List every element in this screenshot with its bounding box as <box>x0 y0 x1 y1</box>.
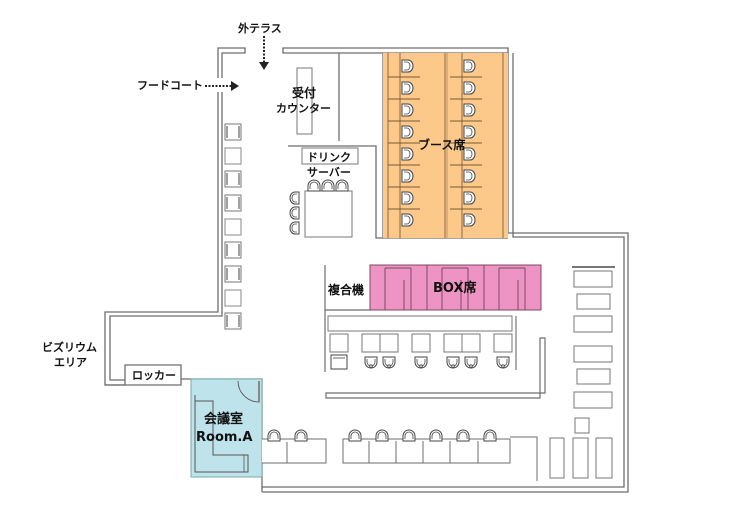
booth-seating-area <box>383 53 508 238</box>
copier-label: 複合機 <box>328 283 365 297</box>
booth-seats-label: ブース席 <box>418 138 466 152</box>
business-area-label-line2: エリア <box>54 356 87 369</box>
food-court-label: フードコート <box>137 79 203 92</box>
meeting-room-a <box>190 378 263 478</box>
food-court-arrow <box>205 81 239 91</box>
copier-area <box>324 265 370 372</box>
locker-label: ロッカー <box>132 369 176 382</box>
drink-server-label-line1: ドリンク <box>307 151 351 164</box>
reception-label-line2: カウンター <box>276 102 331 115</box>
meeting-room-label-line2: Room.A <box>196 430 253 445</box>
corridor-seats <box>224 123 242 330</box>
right-wall-units <box>549 266 615 479</box>
drink-server <box>301 147 359 165</box>
drink-table <box>289 179 353 238</box>
long-counter <box>327 315 517 370</box>
terrace-arrow <box>259 36 269 70</box>
box-seating-area <box>369 264 542 311</box>
meeting-room-label-line1: 会議室 <box>204 412 244 427</box>
bottom-counter <box>262 429 538 481</box>
reception-label-line1: 受付 <box>292 86 317 100</box>
walls <box>104 47 629 493</box>
drink-server-label-line2: サーバー <box>307 166 351 179</box>
business-area-label-line1: ビズリウム <box>42 341 97 354</box>
box-seats-label: BOX席 <box>433 281 477 296</box>
outside-terrace-label: 外テラス <box>238 22 282 35</box>
reception-counter <box>296 67 313 135</box>
middle-wall <box>325 337 546 399</box>
